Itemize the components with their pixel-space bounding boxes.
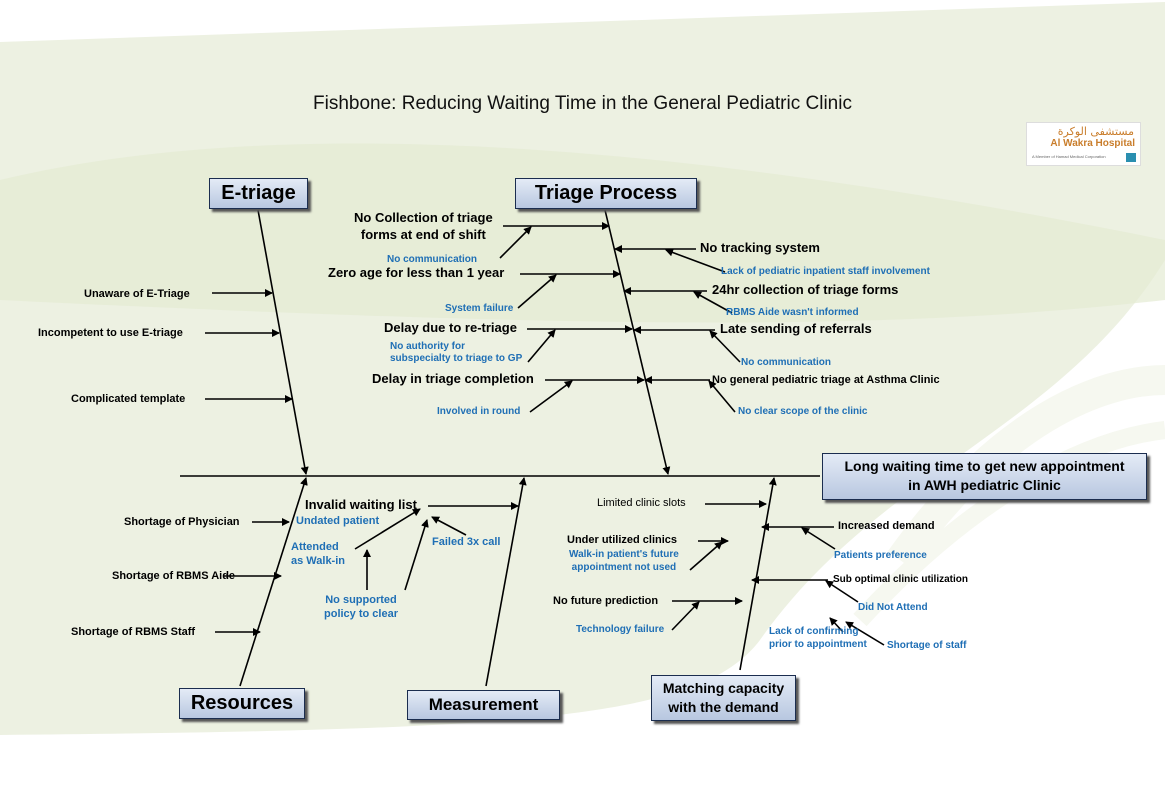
subcause-shortage-of-staff: Shortage of staff [887,640,967,651]
subcause-no-authority-line-1: No authority for [390,341,465,352]
matching-bone [739,477,777,671]
cause-late-referrals: Late sending of referrals [720,321,872,336]
subcause-no-communication-1: No communication [387,254,478,265]
cause-under-utilized-clinics: Under utilized clinics [567,534,678,546]
hospital-logo: مستشفى الوكرة Al Wakra Hospital A Member… [1026,122,1141,166]
subcause-no-policy-line-1: No supported [325,594,397,606]
arrow-no-policy-b [404,519,429,591]
subcause-walk-in-future: Walk-in patient's future appointment not… [569,548,679,574]
e-triage-bone [257,209,309,475]
cause-delay-retriage: Delay due to re-triage [384,320,517,335]
cause-no-asthma-triage: No general pediatric triage at Asthma Cl… [712,374,940,386]
matching-line-2: with the demand [668,699,779,715]
subcause-attended-walk-in-line-2: as Walk-in [291,555,345,567]
arrow-lack-confirm [829,617,844,633]
subcause-undated-patient: Undated patient [296,515,380,527]
arrow-involved-round [529,380,573,413]
category-resources: Resources [179,688,305,719]
arrow-walkin-future [689,541,723,571]
subcause-involved-round: Involved in round [437,406,521,417]
arrow-technology [671,601,700,631]
cause-incompetent-e-triage: Incompetent to use E-triage [38,327,183,339]
cause-shortage-physician: Shortage of Physician [124,516,240,528]
cause-sub-optimal-utilization: Sub optimal clinic utilization [833,574,969,585]
category-matching-capacity: Matching capacity with the demand [651,675,796,721]
subcause-lack-inpatient-staff: Lack of pediatric inpatient staff involv… [721,266,930,277]
effect-line-2: in AWH pediatric Clinic [908,477,1061,493]
subcause-attended-walk-in-line-1: Attended [291,541,339,553]
arrow-no-scope [708,380,736,413]
arrow-failed-call [431,516,467,536]
cause-no-collection: No Collection of triage forms at end of … [354,209,493,243]
cause-limited-clinic-slots: Limited clinic slots [597,497,686,509]
logo-english-text: Al Wakra Hospital [1050,138,1135,149]
cause-zero-age: Zero age for less than 1 year [328,265,505,280]
triage-process-bone [604,209,671,475]
hmc-mark-icon [1126,153,1136,162]
category-triage-process: Triage Process [515,178,697,209]
logo-arabic-text: مستشفى الوكرة [1057,125,1134,138]
subcause-walk-in-future-line-1: Walk-in patient's future [569,549,679,560]
matching-line-1: Matching capacity [662,680,785,696]
arrow-no-authority [527,329,556,363]
subcause-rbms-not-informed: RBMS Aide wasn't informed [726,307,859,318]
arrow-no-communication-2 [709,330,741,363]
arrow-walk-in [354,508,421,550]
arrow-dna [825,580,859,603]
diagram-title: Fishbone: Reducing Waiting Time in the G… [313,93,852,114]
logo-subtitle: A Member of Hamad Medical Corporation [1032,154,1106,159]
effect-box: Long waiting time to get new appointment… [822,453,1147,500]
arrow-lack-inpatient [665,248,726,273]
cause-no-tracking: No tracking system [700,240,820,255]
cause-no-future-prediction: No future prediction [553,595,659,607]
subcause-no-policy-line-2: policy to clear [324,608,398,620]
category-measurement: Measurement [407,690,560,720]
arrow-patients-pref [801,527,836,550]
subcause-attended-walk-in: Attended as Walk-in [291,540,345,568]
category-e-triage: E-triage [209,178,308,209]
subcause-no-supported-policy: No supported policy to clear [324,593,398,621]
subcause-walk-in-future-line-2: appointment not used [571,562,677,573]
cause-shortage-rbms-aide: Shortage of RBMS Aide [112,570,236,582]
measurement-bone [485,477,527,687]
subcause-did-not-attend: Did Not Attend [858,602,928,613]
subcause-lack-confirming-line-2: prior to appointment [769,639,867,650]
subcause-technology-failure: Technology failure [576,624,665,635]
arrow-shortage-staff-2 [845,621,885,646]
subcause-no-authority: No authority for subspecialty to triage … [390,341,522,365]
cause-complicated-template: Complicated template [71,393,186,405]
subcause-no-authority-line-2: subspecialty to triage to GP [390,353,523,364]
cause-no-collection-line-2: forms at end of shift [360,227,486,242]
arrow-no-communication-1 [499,226,532,259]
arrow-system-failure [517,274,557,309]
subcause-lack-confirming-line-1: Lack of confirming [769,626,859,637]
subcause-failed-call: Failed 3x call [432,536,501,548]
subcause-patients-preference: Patients preference [834,550,927,561]
cause-24hr-collection: 24hr collection of triage forms [712,282,899,297]
cause-unaware-e-triage: Unaware of E-Triage [84,288,190,300]
subcause-no-communication-2: No communication [741,357,832,368]
cause-delay-triage-completion: Delay in triage completion [372,371,534,386]
subcause-lack-of-confirming: Lack of confirming prior to appointment [769,625,867,651]
resources-bone [239,477,308,687]
subcause-no-clear-scope: No clear scope of the clinic [738,406,868,417]
cause-shortage-rbms-staff: Shortage of RBMS Staff [71,626,196,638]
cause-no-collection-line-1: No Collection of triage [354,210,493,225]
effect-line-1: Long waiting time to get new appointment [844,458,1125,474]
cause-invalid-waiting-list: Invalid waiting list [305,497,417,512]
arrow-rbms-informed [693,291,733,314]
cause-increased-demand: Increased demand [838,520,935,532]
subcause-system-failure: System failure [445,303,514,314]
